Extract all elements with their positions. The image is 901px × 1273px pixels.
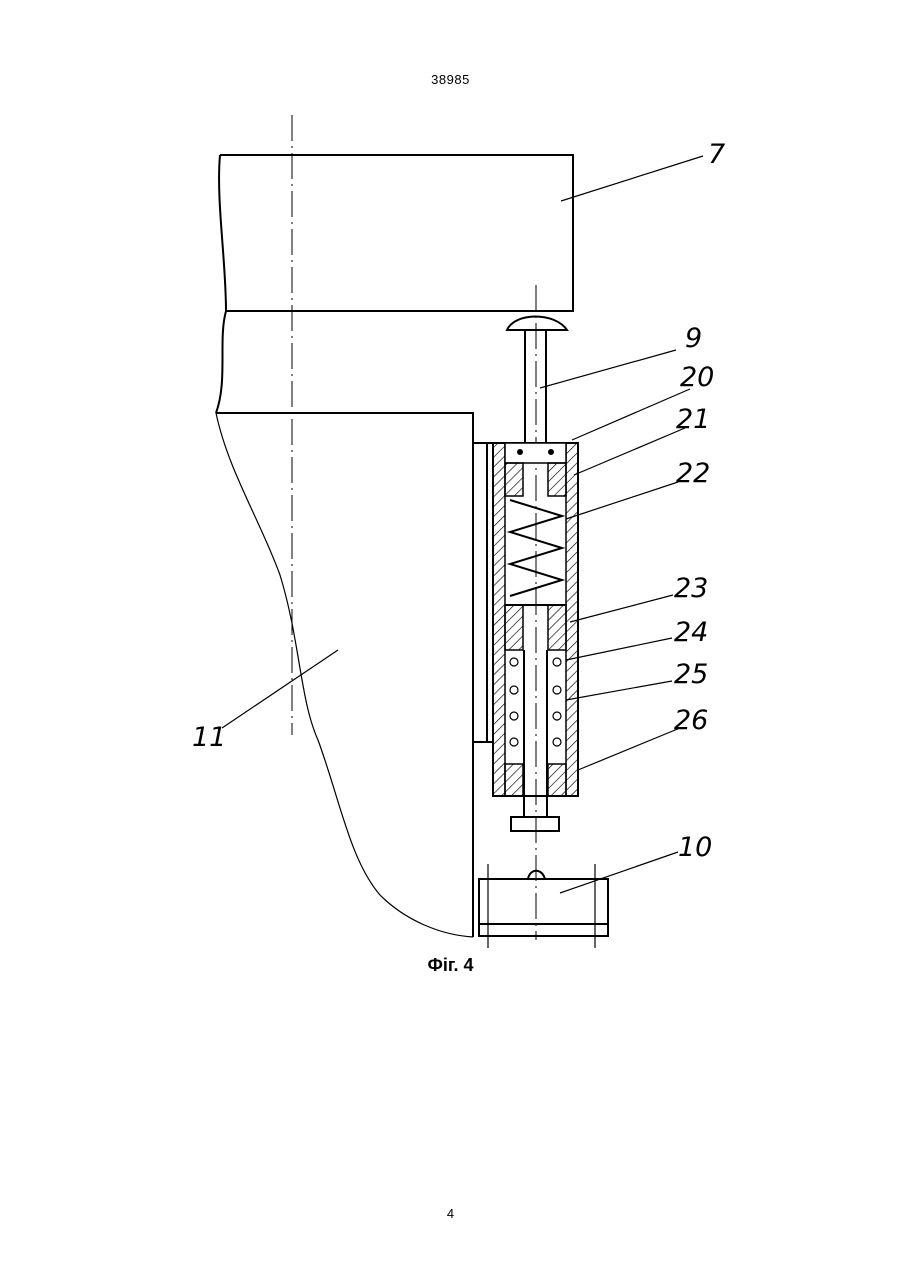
body-11 xyxy=(216,311,473,937)
callout-21: 21 xyxy=(676,404,710,435)
callout-11: 11 xyxy=(192,722,226,753)
part-10 xyxy=(479,864,608,948)
callout-9: 9 xyxy=(685,323,702,354)
rod-end-pad xyxy=(511,817,559,831)
figure-caption: Фіг. 4 xyxy=(0,955,901,976)
callout-20: 20 xyxy=(680,362,714,393)
mounting-plate xyxy=(473,443,493,742)
callout-25: 25 xyxy=(674,659,708,690)
callout-7: 7 xyxy=(708,139,725,170)
block-7 xyxy=(219,155,573,311)
callout-23: 23 xyxy=(674,573,708,604)
callout-10: 10 xyxy=(678,832,712,863)
callout-26: 26 xyxy=(674,705,708,736)
page-number: 4 xyxy=(0,1206,901,1221)
callout-24: 24 xyxy=(674,617,708,648)
leader-lines xyxy=(222,156,703,893)
callout-22: 22 xyxy=(676,458,710,489)
